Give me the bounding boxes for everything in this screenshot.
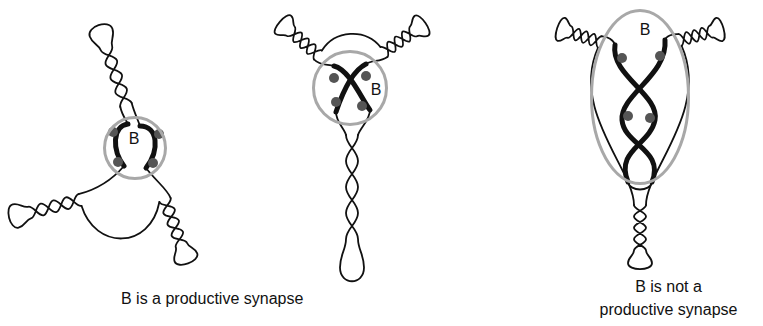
protein-dots	[108, 51, 665, 168]
thin-dna-strands	[6, 13, 726, 282]
caption-text: B is a productive synapse	[121, 287, 303, 310]
synapse-region: B	[312, 50, 388, 126]
synapse-outline	[103, 116, 167, 180]
synapse-letter: B	[640, 22, 651, 38]
synapse-region: B	[103, 116, 167, 180]
synapse-ellipse	[105, 118, 166, 179]
synapse-ellipse	[314, 52, 387, 125]
synapse-region: B	[590, 9, 690, 185]
caption-text: B is not a productive synapse	[598, 275, 739, 321]
synapse-strands	[115, 40, 665, 182]
synapse-ellipse	[592, 11, 689, 184]
synapse-letter: B	[129, 131, 140, 147]
synapse-letter: B	[371, 82, 382, 98]
